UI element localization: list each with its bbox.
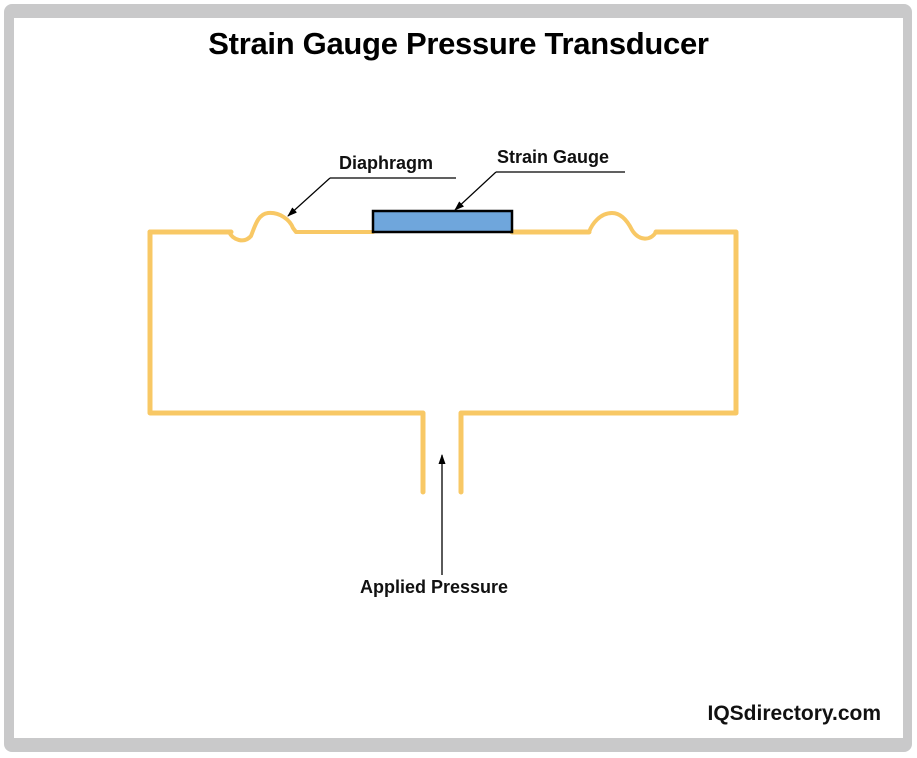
housing-outline [147,229,426,495]
strain-gauge-leader-arrow [454,171,497,211]
diaphragm-left-bump [227,210,375,243]
strain-gauge-label: Strain Gauge [497,147,610,167]
applied-pressure-label: Applied Pressure [360,577,509,597]
diaphragm-label: Diaphragm [339,153,434,173]
diagram-title: Strain Gauge Pressure Transducer [208,26,709,61]
housing-outline-right [458,229,739,495]
strain-gauge [371,209,514,234]
site-credit: IQSdirectory.com [707,702,882,725]
diaphragm-leader-arrow [287,177,331,217]
canvas-area [14,18,903,738]
diaphragm-right-bump [587,211,658,241]
